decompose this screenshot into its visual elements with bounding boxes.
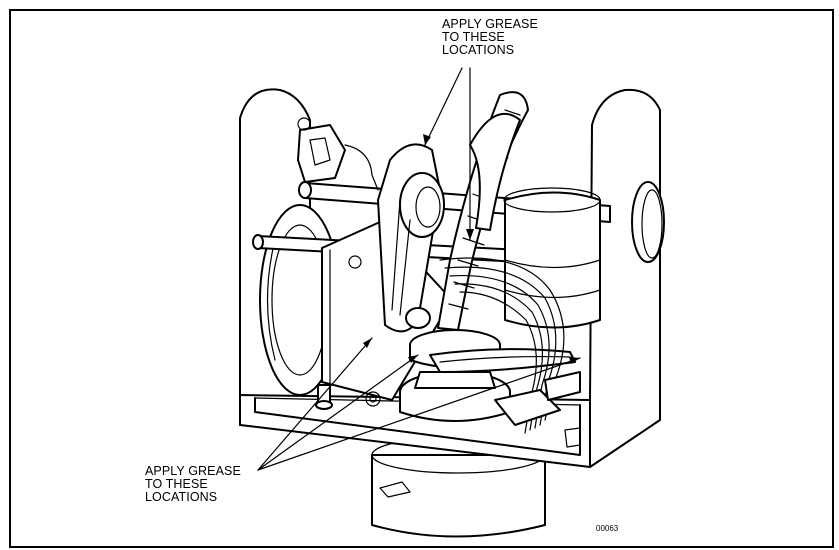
rear-drum (503, 187, 601, 329)
left-motor (259, 204, 341, 396)
top-connector (297, 117, 379, 191)
cable-bundle (437, 91, 529, 331)
right-connector-block (494, 371, 581, 448)
pulley-belt (377, 143, 445, 333)
callout-top-label: APPLY GREASE TO THESE LOCATIONS (442, 17, 538, 57)
center-hub (399, 329, 511, 422)
callout-bottom-label: APPLY GREASE TO THESE LOCATIONS (145, 464, 241, 504)
side-port-hole (631, 181, 665, 263)
figure-number: 00063 (596, 524, 619, 533)
wire-harness (439, 257, 565, 434)
leader-lines-bottom (257, 337, 581, 471)
swing-arm (429, 348, 576, 373)
floor-post (315, 384, 333, 410)
leader-lines-top (423, 67, 474, 241)
